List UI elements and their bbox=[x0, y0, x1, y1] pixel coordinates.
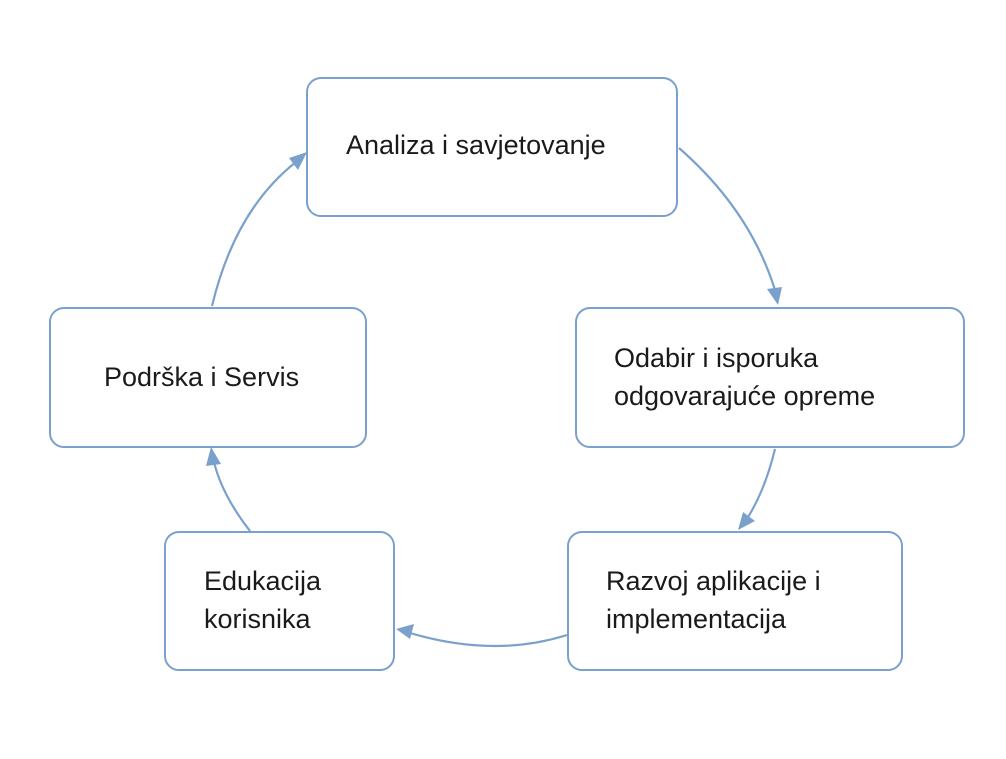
node-odabir: Odabir i isporuka odgovarajuće opreme bbox=[575, 307, 965, 448]
node-label-line-1: Razvoj aplikacije i bbox=[606, 566, 821, 596]
arrowhead-icon bbox=[396, 624, 414, 639]
edge-podrska-to-analiza bbox=[210, 152, 307, 307]
node-box bbox=[49, 307, 367, 448]
edge-line bbox=[409, 631, 568, 648]
arrowhead-icon bbox=[767, 287, 782, 305]
node-edukacija: Edukacija korisnika bbox=[164, 531, 395, 671]
edge-line bbox=[212, 461, 251, 532]
node-razvoj: Razvoj aplikacije i implementacija bbox=[567, 531, 903, 671]
edge-line bbox=[747, 448, 777, 518]
node-label-line-1: Edukacija bbox=[204, 566, 322, 596]
node-label-line-1: Odabir i isporuka bbox=[614, 343, 819, 373]
node-label: Podrška i Servis bbox=[104, 362, 299, 392]
node-label-line-2: implementacija bbox=[606, 604, 787, 634]
edge-razvoj-to-edukacija bbox=[396, 624, 568, 648]
edge-line bbox=[210, 161, 297, 307]
node-box bbox=[575, 307, 965, 448]
edge-edukacija-to-podrska bbox=[206, 447, 251, 532]
node-box bbox=[306, 77, 678, 217]
arrowhead-icon bbox=[289, 152, 307, 170]
node-analiza: Analiza i savjetovanje bbox=[306, 77, 678, 217]
node-podrska: Podrška i Servis bbox=[49, 307, 367, 448]
arrowhead-icon bbox=[738, 512, 755, 530]
node-box bbox=[164, 531, 395, 671]
edge-analiza-to-odabir bbox=[678, 147, 782, 305]
edge-line bbox=[678, 147, 777, 291]
node-label-line-2: korisnika bbox=[204, 604, 312, 634]
node-label-line-2: odgovarajuće opreme bbox=[614, 381, 875, 411]
edge-odabir-to-razvoj bbox=[738, 448, 777, 530]
node-label: Analiza i savjetovanje bbox=[346, 130, 606, 160]
arrowhead-icon bbox=[206, 447, 221, 466]
node-box bbox=[567, 531, 903, 671]
